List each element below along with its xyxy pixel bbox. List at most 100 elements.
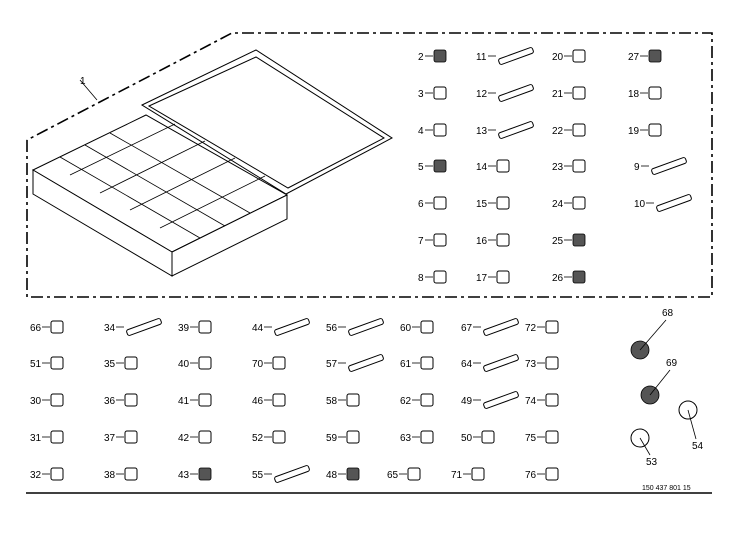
part-drawing-75	[545, 430, 559, 444]
part-label-76: 76	[525, 470, 537, 481]
part-drawing-13	[498, 121, 534, 139]
part-drawing-3	[433, 86, 447, 100]
part-drawing-24	[572, 196, 586, 210]
part-drawing-49	[483, 391, 519, 409]
part-51: 51	[30, 356, 64, 370]
assortment-box	[31, 49, 393, 277]
part-34: 34	[104, 318, 162, 336]
part-64: 64	[461, 354, 519, 372]
part-drawing-74	[545, 393, 559, 407]
part-drawing-35	[124, 356, 138, 370]
part-label-67: 67	[461, 323, 473, 334]
part-25: 25	[552, 233, 586, 247]
part-label-68: 68	[662, 308, 674, 319]
part-55: 55	[252, 465, 310, 483]
part-27: 27	[628, 49, 662, 63]
part-44: 44	[252, 318, 310, 336]
part-40: 40	[178, 356, 212, 370]
part-drawing-56	[348, 318, 384, 336]
part-label-52: 52	[252, 433, 264, 444]
part-label-19: 19	[628, 126, 640, 137]
part-drawing-4	[433, 123, 447, 137]
part-5: 5	[418, 159, 447, 173]
part-label-3: 3	[418, 89, 424, 100]
part-drawing-63	[420, 430, 434, 444]
part-74: 74	[525, 393, 559, 407]
part-drawing-23	[572, 159, 586, 173]
part-20: 20	[552, 49, 586, 63]
part-label-30: 30	[30, 396, 42, 407]
part-drawing-15	[496, 196, 510, 210]
part-label-15: 15	[476, 199, 488, 210]
part-43: 43	[178, 467, 212, 481]
part-drawing-39	[198, 320, 212, 334]
document-id: 150 437 801 15	[642, 485, 691, 492]
part-label-64: 64	[461, 359, 473, 370]
part-label-46: 46	[252, 396, 264, 407]
part-18: 18	[628, 86, 662, 100]
part-label-21: 21	[552, 89, 564, 100]
part-drawing-62	[420, 393, 434, 407]
part-62: 62	[400, 393, 434, 407]
part-label-36: 36	[104, 396, 116, 407]
kit-parts: 2345678111213141516172021222324252627181…	[418, 47, 692, 284]
part-drawing-27	[648, 49, 662, 63]
part-59: 59	[326, 430, 360, 444]
part-drawing-51	[50, 356, 64, 370]
part-drawing-9	[651, 157, 687, 175]
leader-line-53	[639, 437, 651, 456]
part-21: 21	[552, 86, 586, 100]
part-label-63: 63	[400, 433, 412, 444]
part-19: 19	[628, 123, 662, 137]
part-48: 48	[326, 467, 360, 481]
part-label-22: 22	[552, 126, 564, 137]
part-drawing-7	[433, 233, 447, 247]
part-36: 36	[104, 393, 138, 407]
part-7: 7	[418, 233, 447, 247]
part-68: 68	[630, 308, 674, 360]
part-66: 66	[30, 320, 64, 334]
part-label-43: 43	[178, 470, 190, 481]
part-label-57: 57	[326, 359, 338, 370]
part-label-9: 9	[634, 162, 640, 173]
part-71: 71	[451, 467, 485, 481]
part-73: 73	[525, 356, 559, 370]
part-drawing-40	[198, 356, 212, 370]
part-drawing-64	[483, 354, 519, 372]
part-label-51: 51	[30, 359, 42, 370]
part-drawing-65	[407, 467, 421, 481]
part-label-71: 71	[451, 470, 463, 481]
part-65: 65	[387, 467, 421, 481]
part-label-11: 11	[476, 52, 487, 63]
part-11: 11	[476, 47, 534, 65]
part-drawing-55	[274, 465, 310, 483]
part-label-1: 1	[80, 76, 86, 87]
part-label-16: 16	[476, 236, 488, 247]
part-drawing-41	[198, 393, 212, 407]
part-drawing-42	[198, 430, 212, 444]
part-label-8: 8	[418, 273, 424, 284]
part-drawing-50	[481, 430, 495, 444]
part-label-50: 50	[461, 433, 473, 444]
part-drawing-5	[433, 159, 447, 173]
part-8: 8	[418, 270, 447, 284]
part-label-40: 40	[178, 359, 190, 370]
part-17: 17	[476, 270, 510, 284]
part-label-69: 69	[666, 358, 678, 369]
part-drawing-14	[496, 159, 510, 173]
part-drawing-19	[648, 123, 662, 137]
part-38: 38	[104, 467, 138, 481]
part-drawing-25	[572, 233, 586, 247]
part-label-59: 59	[326, 433, 338, 444]
part-63: 63	[400, 430, 434, 444]
part-label-6: 6	[418, 199, 424, 210]
part-label-66: 66	[30, 323, 42, 334]
part-70: 70	[252, 356, 286, 370]
part-60: 60	[400, 320, 434, 334]
part-3: 3	[418, 86, 447, 100]
part-drawing-59	[346, 430, 360, 444]
part-drawing-43	[198, 467, 212, 481]
part-label-49: 49	[461, 396, 473, 407]
part-label-41: 41	[178, 396, 190, 407]
